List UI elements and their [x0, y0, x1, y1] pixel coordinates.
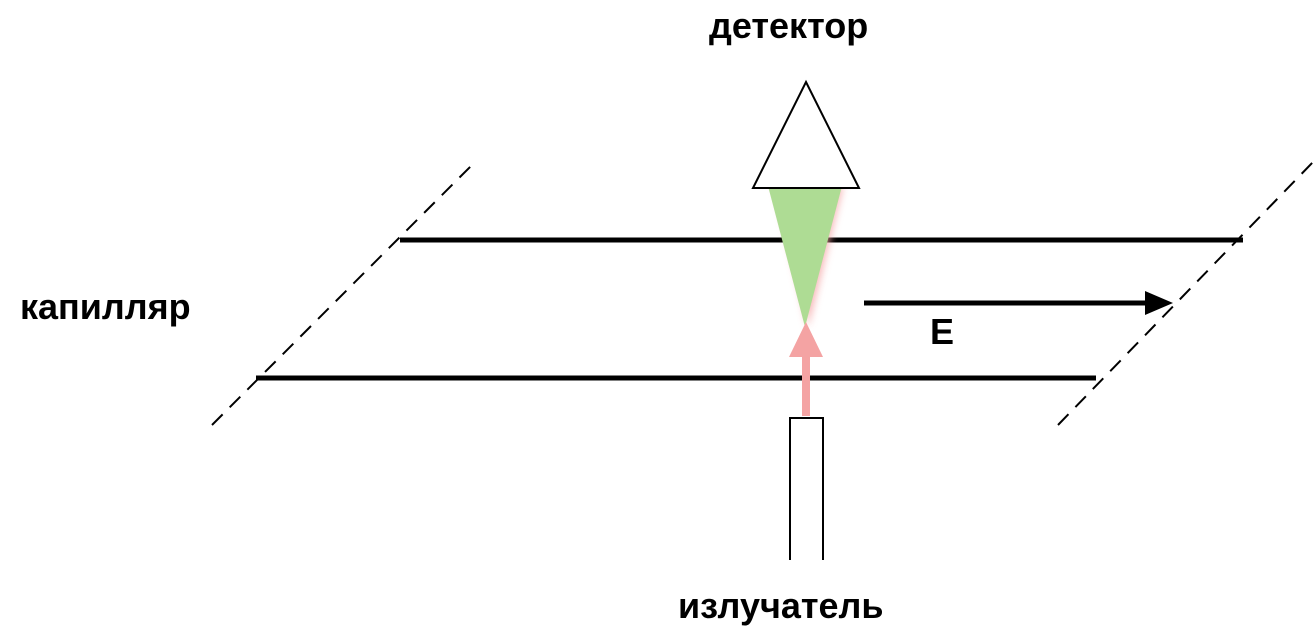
capillary-left-end-dashed: [211, 161, 476, 426]
electric-field-label: E: [930, 311, 955, 352]
emitter-label: излучатель: [678, 585, 884, 626]
capillary-right-end-dashed: [1057, 159, 1315, 426]
capillary-label: капилляр: [20, 286, 191, 327]
detector-label: детектор: [709, 5, 869, 46]
incident-beam-arrowhead: [789, 322, 823, 357]
emitter-tube: [789, 417, 824, 560]
emitted-light-cone: [768, 186, 842, 327]
detector-triangle: [751, 79, 861, 189]
field-arrow-head: [1145, 291, 1173, 315]
